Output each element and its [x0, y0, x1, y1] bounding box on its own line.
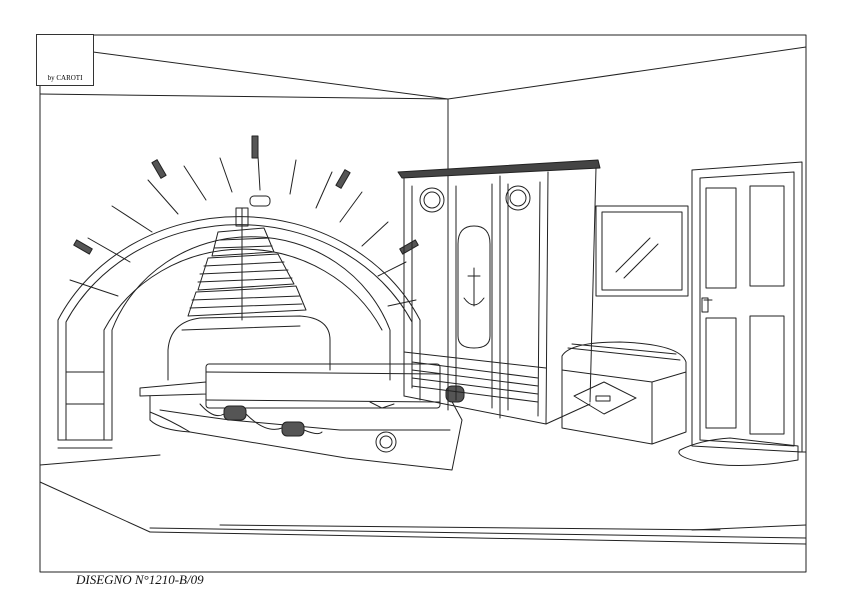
arch-bookshelf	[57, 135, 421, 449]
wardrobe	[397, 159, 601, 425]
logo-brand: by CAROTI	[47, 74, 83, 82]
sea-chest	[561, 341, 687, 445]
drawing-frame	[39, 34, 807, 573]
room-walls	[39, 44, 807, 545]
ship-sails	[187, 207, 307, 321]
drawing-caption: DISEGNO N°1210-B/09	[76, 572, 204, 587]
wall-mirror	[595, 205, 689, 297]
room-door	[678, 161, 803, 467]
logo-badge: by CAROTI	[36, 34, 94, 86]
bed-headboard	[167, 315, 331, 381]
ship-bed	[139, 363, 465, 471]
